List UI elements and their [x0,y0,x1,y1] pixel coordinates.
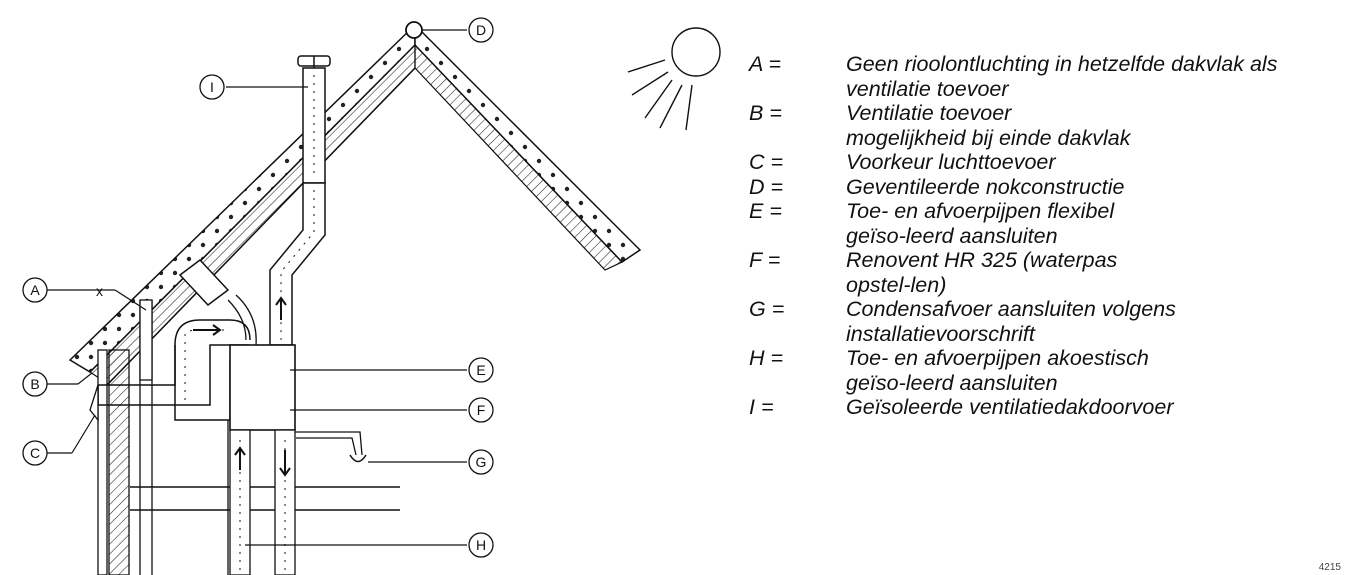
callout-I: I [199,74,225,100]
legend-key: F = [749,248,781,272]
roof-supply-stub [178,258,257,346]
callout-I-label: I [210,79,214,95]
callout-G-label: G [476,454,487,470]
legend-row-e: E = Toe- en afvoerpijpen flexibel geïso-… [749,199,1339,248]
legend: A = Geen rioolontluchting in hetzelfde d… [749,52,1339,420]
wall-intake [89,384,99,422]
legend-row-f: F = Renovent HR 325 (waterpas opstel-len… [749,248,1339,297]
callout-D: D [468,17,494,43]
callout-B-label: B [30,376,39,392]
legend-text: Voorkeur luchttoevoer [846,150,1056,174]
legend-text: Geventileerde nokconstructie [846,174,1125,199]
legend-key: I = [749,395,774,419]
callout-A-label: A [30,282,40,298]
callout-F-label: F [477,402,486,418]
callout-E-label: E [476,362,485,378]
legend-key: B = [749,101,782,125]
arrow-down-lower [279,450,291,477]
ventilation-unit [229,344,296,431]
callout-F: F [468,397,494,423]
legend-row-b: B = Ventilatie toevoer mogelijkheid bij … [749,101,1339,150]
legend-key: G = [749,297,785,321]
legend-text: Geen rioolontluchting in hetzelfde dakvl… [846,52,1278,101]
legend-row-d: D = Geventileerde nokconstructie [749,175,1339,200]
legend-key: H = [749,346,784,370]
legend-row-g: G = Condensafvoer aansluiten volgens ins… [749,297,1339,346]
legend-text: Ventilatie toevoer mogelijkheid bij eind… [846,101,1131,150]
callout-A: A [22,277,48,303]
legend-text: Condensafvoer aansluiten volgens install… [846,297,1176,346]
legend-key: A = [749,52,782,76]
ridge-vent [405,21,423,39]
legend-key: E = [749,199,782,223]
arrow-up-exhaust [275,296,287,320]
legend-key: C = [749,150,784,174]
callout-H: H [468,532,494,558]
marker-x: x [96,283,103,299]
legend-row-h: H = Toe- en afvoerpijpen akoestisch geïs… [749,346,1339,395]
callout-G: G [468,449,494,475]
legend-row-i: I = Geïsoleerde ventilatiedakdoorvoer [749,395,1339,420]
legend-row-a: A = Geen rioolontluchting in hetzelfde d… [749,52,1339,101]
floor-beam [130,486,400,511]
legend-text: Geïsoleerde ventilatiedakdoorvoer [846,395,1174,419]
condensate-drain [295,431,363,456]
callout-C: C [22,440,48,466]
exterior-wall [97,349,130,575]
legend-key: D = [749,174,784,199]
arrow-up-lower [234,446,246,470]
legend-text: Toe- en afvoerpijpen flexibel geïso-leer… [846,199,1115,248]
sun-icon [627,27,721,131]
figure-code: 4215 [1318,562,1341,573]
arrow-right-supply [193,324,222,336]
callout-leaders [47,29,467,546]
callout-B: B [22,371,48,397]
lower-ducts [229,429,296,575]
callout-E: E [468,357,494,383]
callout-D-label: D [476,22,486,38]
sewer-vent-pipe [139,299,153,381]
roof-left-slope [68,23,416,385]
callout-H-label: H [476,537,486,553]
legend-row-c: C = Voorkeur luchttoevoer [749,150,1339,175]
roof-right-slope [414,23,642,271]
callout-C-label: C [30,445,40,461]
legend-text: Renovent HR 325 (waterpas opstel-len) [846,248,1118,297]
ventilation-section-drawing: x A B C D E F G H I [22,17,721,575]
legend-text: Toe- en afvoerpijpen akoestisch geïso-le… [846,346,1149,395]
roof-duct [297,55,331,184]
